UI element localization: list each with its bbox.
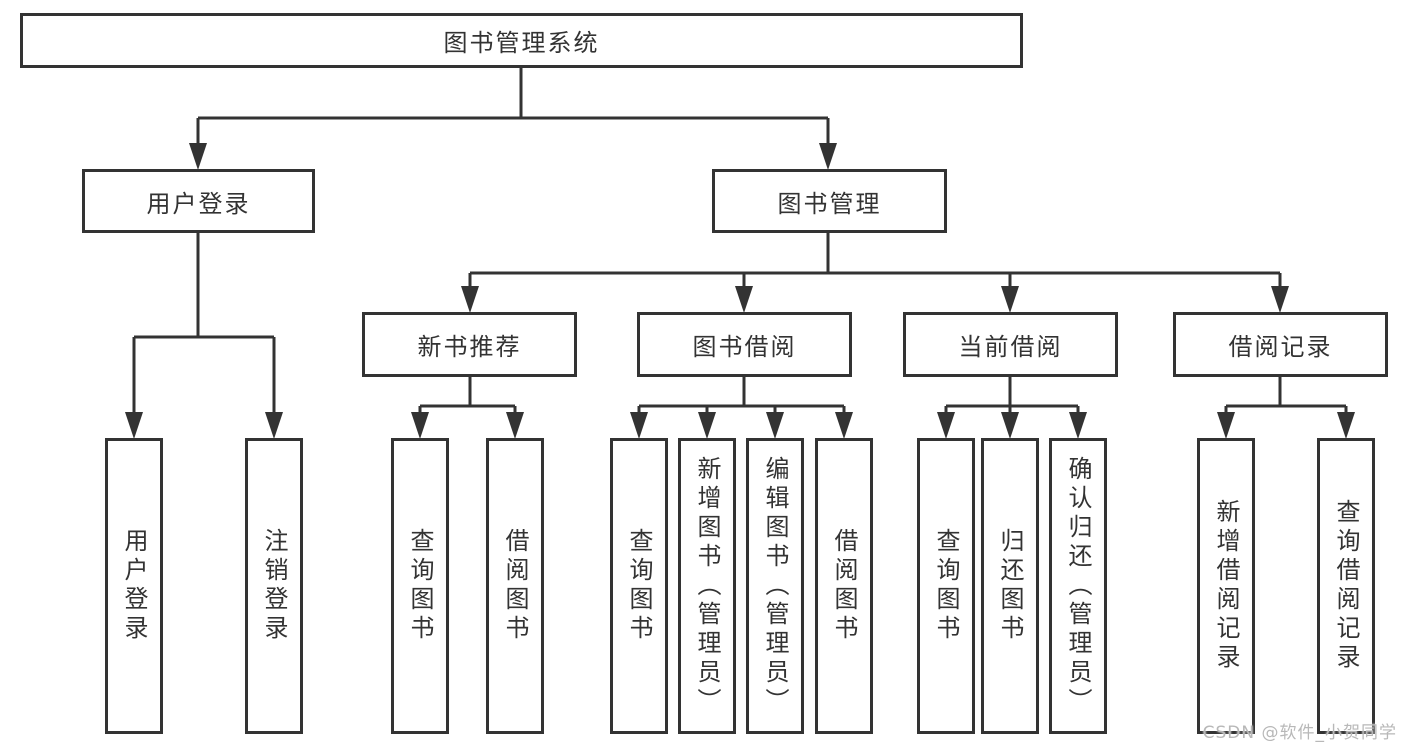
node-user-login: 用户登录 bbox=[82, 169, 315, 233]
leaf-query-books: 查询图书 bbox=[610, 438, 668, 734]
leaf-logout: 注销登录 bbox=[245, 438, 303, 734]
node-book-borrowing: 图书借阅 bbox=[637, 312, 852, 377]
leaf-borrow-books: 借阅图书 bbox=[486, 438, 544, 734]
watermark: CSDN @软件_小贺同学 bbox=[1202, 723, 1397, 743]
arrowhead-icons bbox=[125, 143, 1355, 439]
leaf-edit-book-admin: 编辑图书（管理员） bbox=[746, 438, 804, 734]
node-new-book-recommend: 新书推荐 bbox=[362, 312, 577, 377]
node-book-management: 图书管理 bbox=[712, 169, 947, 233]
leaf-return-books: 归还图书 bbox=[981, 438, 1039, 734]
leaf-add-book-admin: 新增图书（管理员） bbox=[678, 438, 736, 734]
node-borrowing-records: 借阅记录 bbox=[1173, 312, 1388, 377]
leaf-user-login: 用户登录 bbox=[105, 438, 163, 734]
leaf-borrow-books: 借阅图书 bbox=[815, 438, 873, 734]
leaf-query-borrow-record: 查询借阅记录 bbox=[1317, 438, 1375, 734]
node-library-system: 图书管理系统 bbox=[20, 13, 1023, 68]
node-current-borrowing: 当前借阅 bbox=[903, 312, 1118, 377]
leaf-add-borrow-record: 新增借阅记录 bbox=[1197, 438, 1255, 734]
leaf-query-books: 查询图书 bbox=[391, 438, 449, 734]
leaf-confirm-return-admin: 确认归还（管理员） bbox=[1049, 438, 1107, 734]
leaf-query-books: 查询图书 bbox=[917, 438, 975, 734]
